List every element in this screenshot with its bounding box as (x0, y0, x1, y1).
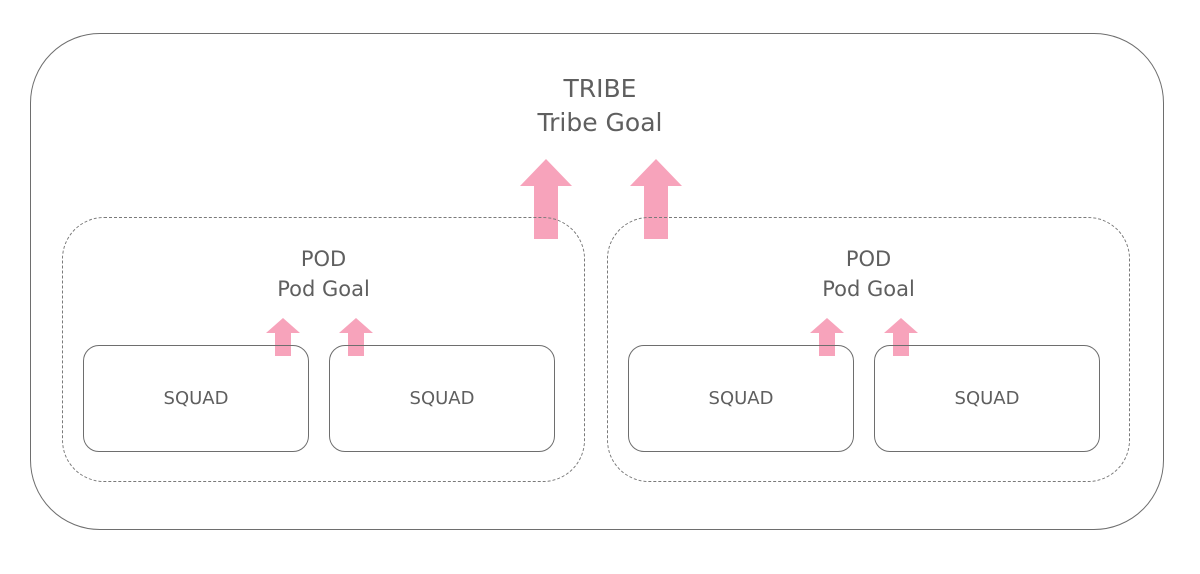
squad-box: SQUAD (628, 345, 854, 452)
tribe-container (30, 33, 1164, 530)
pod-left-container (62, 217, 585, 482)
pod-right-container (607, 217, 1130, 482)
tribe-title: TRIBE (563, 74, 637, 103)
squad-box: SQUAD (874, 345, 1100, 452)
up-arrow-icon (339, 318, 373, 356)
up-arrow-icon (810, 318, 844, 356)
pod-right-title: POD (845, 247, 892, 271)
pod-left-goal: Pod Goal (277, 277, 370, 301)
up-arrow-icon (266, 318, 300, 356)
up-arrow-icon (520, 159, 572, 239)
up-arrow-icon (630, 159, 682, 239)
pod-left-title: POD (300, 247, 347, 271)
pod-right-goal: Pod Goal (822, 277, 915, 301)
up-arrow-icon (884, 318, 918, 356)
tribe-goal: Tribe Goal (537, 108, 663, 137)
squad-box: SQUAD (83, 345, 309, 452)
squad-box: SQUAD (329, 345, 555, 452)
